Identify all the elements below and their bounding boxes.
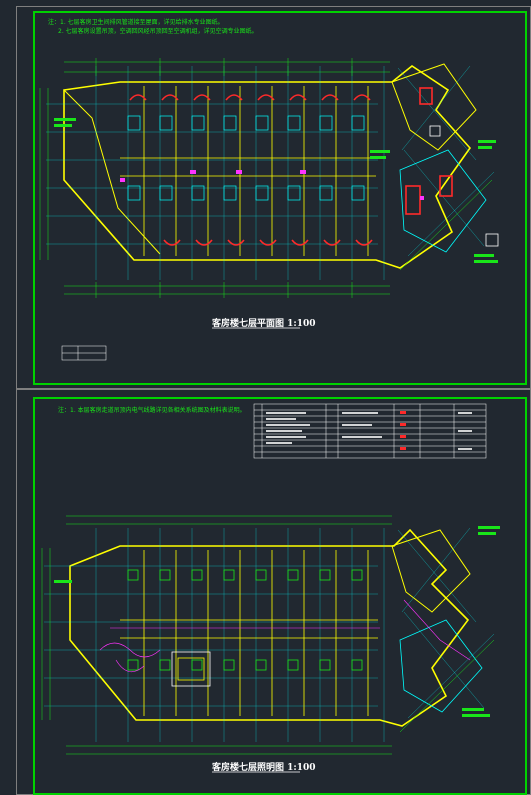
schedule-symbols xyxy=(400,411,406,450)
sheet2-note-1: 注：1. 本层客房走道吊顶内电气线路详见各相关系统图及材料表说明。 xyxy=(58,407,246,414)
circuit-wiring-2 xyxy=(99,599,471,673)
annotation-callouts-1 xyxy=(54,118,498,263)
schedule-text-marks xyxy=(266,412,472,450)
wing-southeast-2 xyxy=(399,619,483,713)
wing-diagonal-1 xyxy=(391,63,477,151)
building-outline-1 xyxy=(63,65,472,269)
room-partitions-1 xyxy=(120,86,376,256)
dimension-lines-2 xyxy=(41,515,495,755)
wing-southeast-1 xyxy=(399,149,487,253)
drawing-frame-1 xyxy=(33,11,527,385)
light-fixtures-2 xyxy=(127,569,363,687)
lighting-plan-2 xyxy=(41,403,500,773)
floor-plan-1 xyxy=(39,58,499,361)
north-arrow-2 xyxy=(429,125,441,137)
dimension-ticks-1 xyxy=(95,58,353,298)
sheet2-title: 客房楼七层照明图 1:100 xyxy=(212,763,316,773)
legend-table-1 xyxy=(61,345,107,361)
west-wing-1 xyxy=(63,89,161,255)
grid-lines-1 xyxy=(46,65,495,280)
lighting-schedule-table xyxy=(253,403,487,459)
bathroom-fixtures-1 xyxy=(127,115,365,201)
grid-lines-2 xyxy=(44,527,495,742)
north-arrow-1 xyxy=(485,233,499,247)
dimension-lines-1 xyxy=(39,61,493,295)
sheet1-note-2: 2. 七层客房设置吊顶，空调回风经吊顶回至空调机组，详见空调专业图纸。 xyxy=(58,28,258,35)
drawing-frame-2 xyxy=(33,397,527,795)
magenta-markers-1 xyxy=(120,170,424,200)
wing-diagonal-2 xyxy=(391,529,471,613)
annotation-callouts-2 xyxy=(54,526,500,717)
sheet1-title: 客房楼七层平面图 1:100 xyxy=(212,319,316,329)
building-outline-2 xyxy=(69,528,470,727)
room-partitions-2 xyxy=(120,550,378,716)
sheet1-note-1: 注：1. 七层客房卫生间排风管道接至屋面，详见给排水专业图纸。 xyxy=(48,19,224,26)
